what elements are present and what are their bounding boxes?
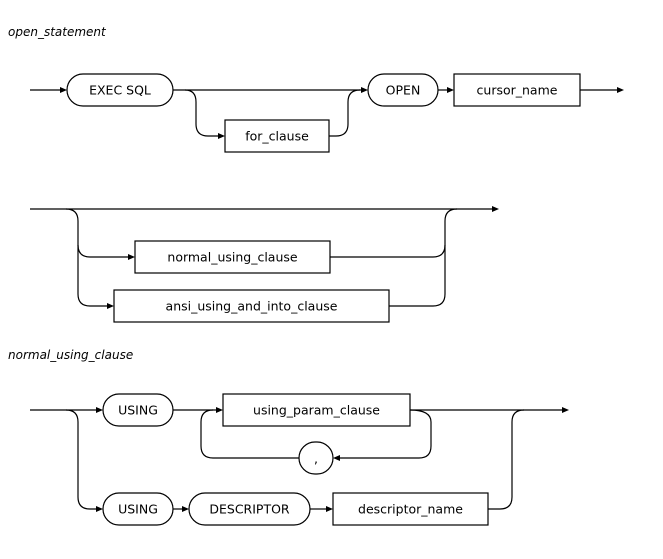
using-label-2: USING	[118, 502, 158, 517]
descriptor-keyword	[188, 492, 311, 526]
using-param-clause-label: using_param_clause	[253, 403, 380, 418]
open-label: OPEN	[386, 83, 421, 98]
using-keyword-1	[102, 393, 174, 427]
cursor-name-label: cursor_name	[477, 83, 558, 98]
cursor-name-box	[453, 73, 581, 107]
open-statement-row-2: normal_using_clause ansi_using_and_into_…	[30, 206, 499, 323]
ansi-using-and-into-clause-box	[113, 289, 390, 323]
comma-separator	[298, 441, 334, 475]
normal-using-clause-label: normal_using_clause	[167, 250, 298, 265]
descriptor-name-label: descriptor_name	[358, 502, 463, 517]
exec-sql-label: EXEC SQL	[89, 83, 151, 98]
ansi-using-and-into-clause-label: ansi_using_and_into_clause	[166, 299, 338, 314]
for-clause-label: for_clause	[245, 129, 309, 144]
using-label-1: USING	[118, 403, 158, 418]
title-normal-using-clause: normal_using_clause	[8, 348, 133, 362]
comma-label: ,	[314, 451, 318, 466]
descriptor-label: DESCRIPTOR	[209, 502, 290, 517]
exec-sql-keyword	[66, 73, 174, 107]
using-keyword-2	[102, 492, 174, 526]
using-param-clause-box	[222, 393, 411, 427]
for-clause-box	[224, 119, 330, 153]
descriptor-name-box	[332, 492, 489, 526]
open-statement-row-1: EXEC SQL for_clause OPEN cursor_name	[30, 73, 624, 153]
open-keyword	[367, 73, 439, 107]
normal-using-clause-box	[134, 240, 331, 274]
title-open-statement: open_statement	[8, 25, 107, 39]
normal-using-clause-diagram: USING using_param_clause , USING DESCRIP…	[30, 393, 569, 526]
